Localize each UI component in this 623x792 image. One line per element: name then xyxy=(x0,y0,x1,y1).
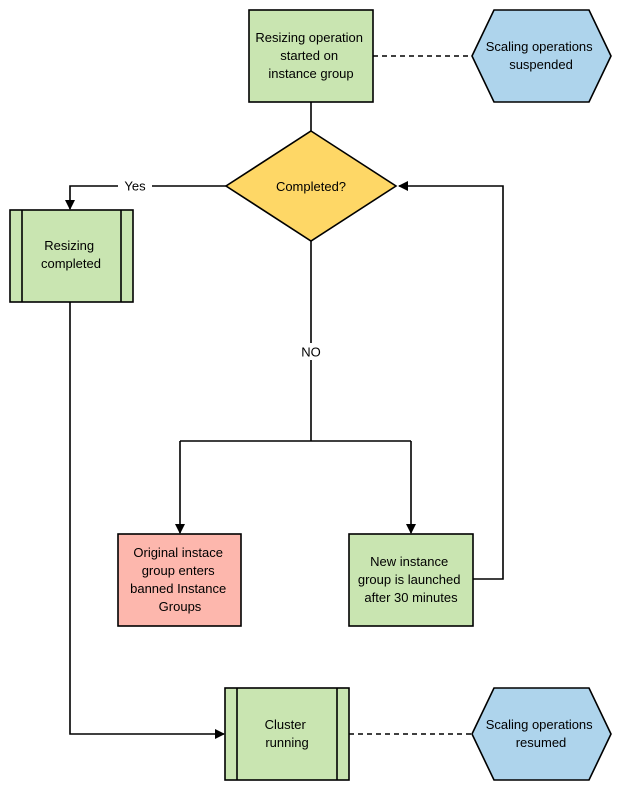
edge-label-no: NO xyxy=(301,345,321,360)
node-cluster-running-text: Cluster running xyxy=(265,717,310,750)
node-cluster-running: Cluster running xyxy=(224,687,350,781)
node-scaling-resumed: Scaling operations resumed xyxy=(471,687,612,781)
edge-label-yes: Yes xyxy=(124,179,146,194)
node-original-banned: Original instace group enters banned Ins… xyxy=(117,533,242,627)
node-new-group-launched: New instance group is launched after 30 … xyxy=(348,533,474,627)
node-resizing-started-text: Resizing operation started on instance g… xyxy=(255,30,366,81)
node-scaling-suspended: Scaling operations suspended xyxy=(471,9,612,103)
connector-completed-to-cluster xyxy=(69,302,225,739)
connector-loop-back xyxy=(398,181,504,580)
connector-yes-branch xyxy=(65,185,226,210)
node-completed-decision-text: Completed? xyxy=(276,179,346,194)
node-scaling-resumed-text: Scaling operations resumed xyxy=(486,717,597,750)
node-resizing-completed-text: Resizing completed xyxy=(41,238,101,271)
node-scaling-suspended-text: Scaling operations suspended xyxy=(486,39,597,72)
node-resizing-started: Resizing operation started on instance g… xyxy=(248,9,374,103)
node-new-group-launched-text: New instance group is launched after 30 … xyxy=(358,554,464,605)
node-resizing-completed: Resizing completed xyxy=(9,209,134,303)
node-completed-decision: Completed? xyxy=(224,130,398,242)
node-original-banned-text: Original instace group enters banned Ins… xyxy=(130,545,230,614)
